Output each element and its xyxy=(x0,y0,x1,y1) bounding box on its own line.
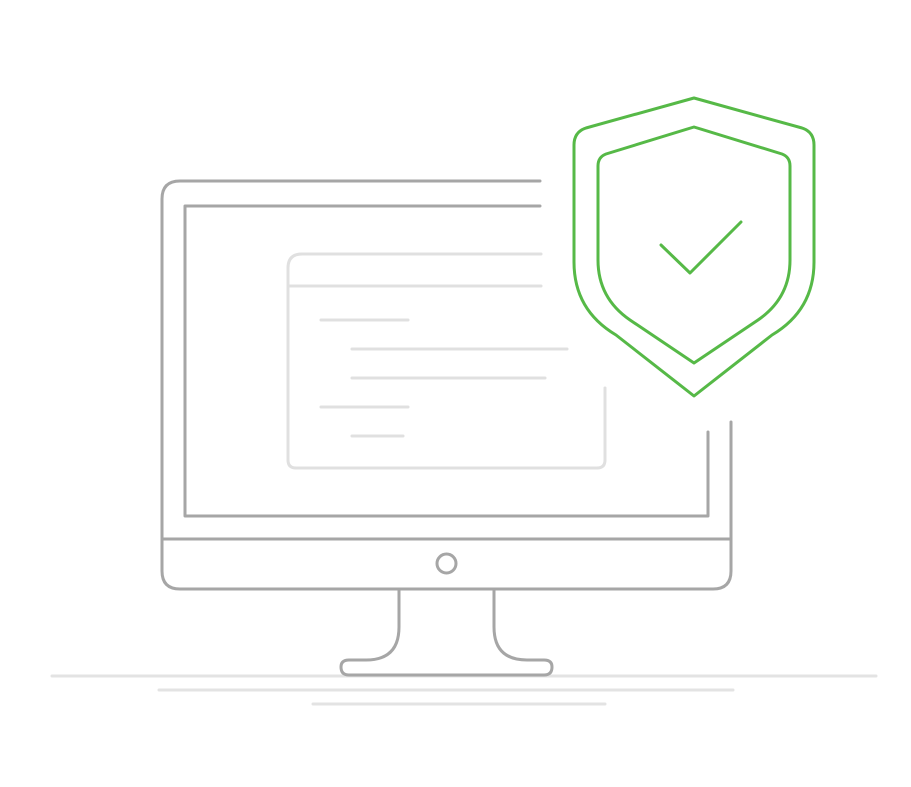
ground-lines xyxy=(50,674,878,706)
code-window-icon xyxy=(286,252,607,470)
power-button-icon xyxy=(435,552,458,575)
code-window-frame xyxy=(286,252,607,470)
monitor-icon xyxy=(160,179,733,677)
checkmark-icon xyxy=(659,220,743,275)
shield-outer xyxy=(572,96,816,398)
shield-inner xyxy=(596,125,792,365)
security-shield-icon xyxy=(572,96,816,398)
monitor-screen xyxy=(183,204,710,518)
monitor-bezel xyxy=(160,179,733,591)
monitor-stand xyxy=(339,588,554,677)
